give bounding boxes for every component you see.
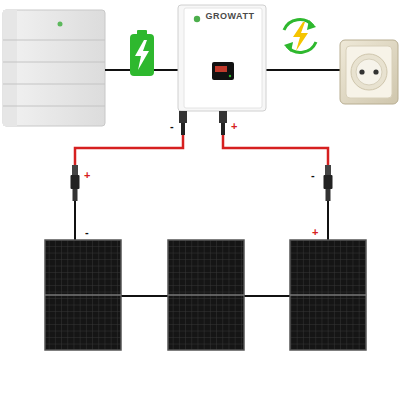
battery-stack: [3, 10, 105, 126]
polarity-mark: -: [170, 120, 174, 132]
panel-lead: [74, 201, 76, 242]
polarity-mark: +: [231, 120, 237, 132]
mc4-connector: [71, 165, 333, 201]
battery-icon: [130, 30, 154, 76]
panel-lead: [327, 201, 329, 242]
solar-panel: [290, 240, 366, 350]
solar-panel: [45, 240, 121, 350]
inverter-brand: GROWATT: [184, 11, 262, 21]
brand-name: GROWATT: [184, 11, 262, 21]
wall-socket: [340, 40, 398, 104]
polarity-mark: +: [84, 169, 90, 181]
polarity-mark: -: [311, 169, 315, 181]
solar-panel: [168, 240, 244, 350]
red-cable: [75, 135, 183, 165]
exchange-icon: [284, 20, 316, 53]
mc4-connector: [179, 111, 227, 135]
inverter: [178, 5, 266, 111]
polarity-mark: -: [85, 226, 89, 238]
red-cable: [223, 135, 328, 165]
ac-wire: [265, 69, 340, 71]
polarity-mark: +: [312, 226, 318, 238]
